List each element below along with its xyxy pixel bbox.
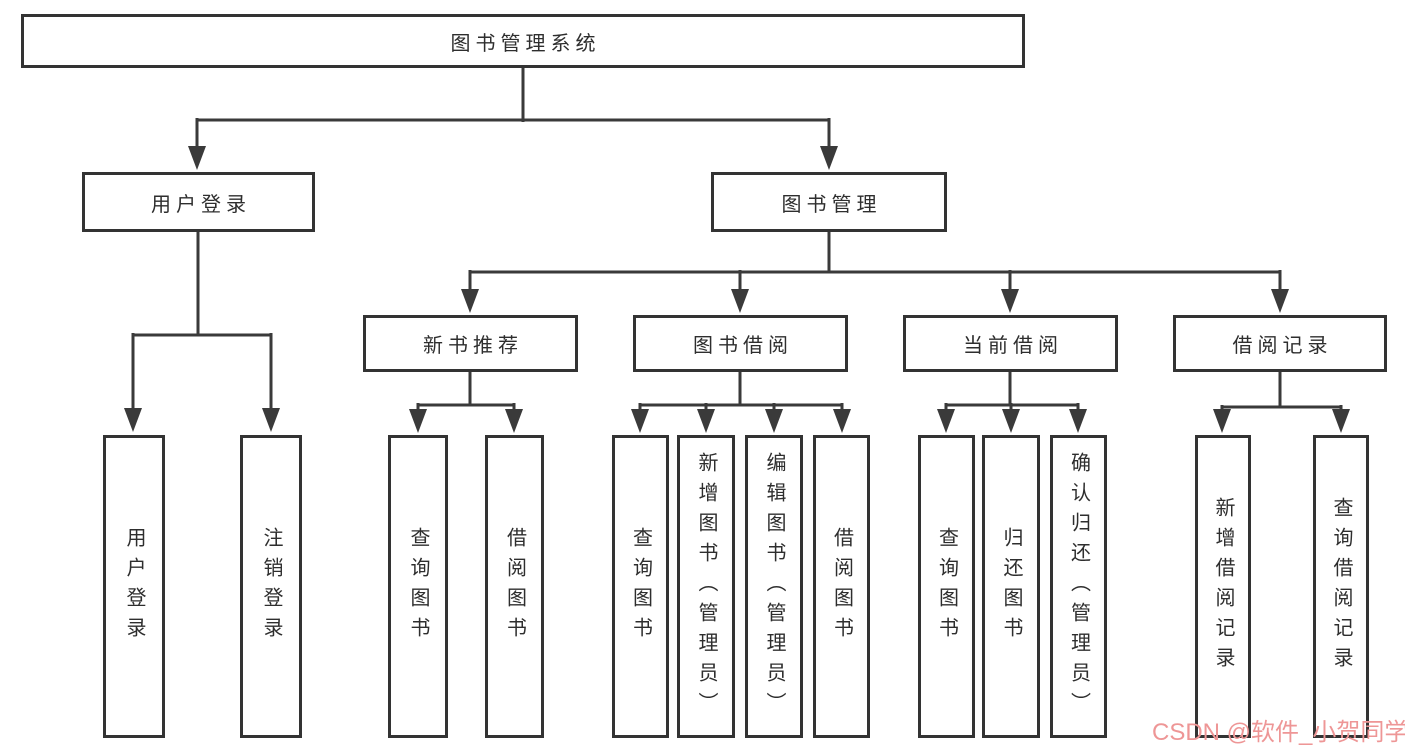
node-current-borrowing: 当前借阅 (903, 315, 1118, 372)
leaf-user-login-label: 用户登录 (123, 526, 145, 647)
leaf-borrow-books-2-label: 借阅图书 (830, 526, 853, 647)
leaf-query-books-3: 查询图书 (918, 435, 975, 738)
leaf-borrow-books-1-label: 借阅图书 (503, 526, 526, 647)
connector-book-borrow-to-leaves (631, 372, 851, 433)
leaf-query-borrow-record-label: 查询借阅记录 (1330, 496, 1352, 677)
leaf-return-book: 归还图书 (982, 435, 1040, 738)
leaf-add-borrow-record: 新增借阅记录 (1195, 435, 1251, 738)
csdn-watermark: CSDN @软件_小贺同学 (1152, 719, 1405, 746)
leaf-return-book-label: 归还图书 (1000, 526, 1022, 647)
connector-record-to-leaves (1213, 372, 1350, 433)
leaf-confirm-return-admin-label: 确认归还（管理员） (1067, 451, 1090, 722)
connector-root-to-level2 (188, 68, 838, 170)
leaf-query-books-2-label: 查询图书 (629, 526, 652, 647)
leaf-user-login: 用户登录 (103, 435, 165, 738)
node-library-management-system: 图书管理系统 (21, 14, 1025, 68)
leaf-borrow-books-2: 借阅图书 (813, 435, 870, 738)
leaf-logout-label: 注销登录 (260, 526, 282, 647)
leaf-edit-book-admin: 编辑图书（管理员） (745, 435, 803, 738)
leaf-query-borrow-record: 查询借阅记录 (1313, 435, 1369, 738)
leaf-borrow-books-1: 借阅图书 (485, 435, 544, 738)
leaf-edit-book-admin-label: 编辑图书（管理员） (763, 451, 785, 722)
connector-current-borrow-to-leaves (937, 372, 1087, 433)
leaf-add-borrow-record-label: 新增借阅记录 (1212, 496, 1234, 677)
connector-book-mgmt-to-level3 (461, 232, 1289, 313)
node-new-book-recommend: 新书推荐 (363, 315, 578, 372)
node-book-borrowing: 图书借阅 (633, 315, 848, 372)
leaf-logout: 注销登录 (240, 435, 302, 738)
node-user-login: 用户登录 (82, 172, 315, 232)
leaf-confirm-return-admin: 确认归还（管理员） (1050, 435, 1107, 738)
connector-user-login-to-leaves (124, 232, 280, 432)
leaf-query-books-1: 查询图书 (388, 435, 448, 738)
leaf-query-books-2: 查询图书 (612, 435, 669, 738)
leaf-add-book-admin-label: 新增图书（管理员） (695, 451, 717, 722)
leaf-query-books-3-label: 查询图书 (935, 526, 958, 647)
node-book-management: 图书管理 (711, 172, 947, 232)
leaf-add-book-admin: 新增图书（管理员） (677, 435, 735, 738)
connector-new-book-to-leaves (409, 372, 523, 433)
leaf-query-books-1-label: 查询图书 (407, 526, 429, 647)
node-borrowing-records: 借阅记录 (1173, 315, 1387, 372)
